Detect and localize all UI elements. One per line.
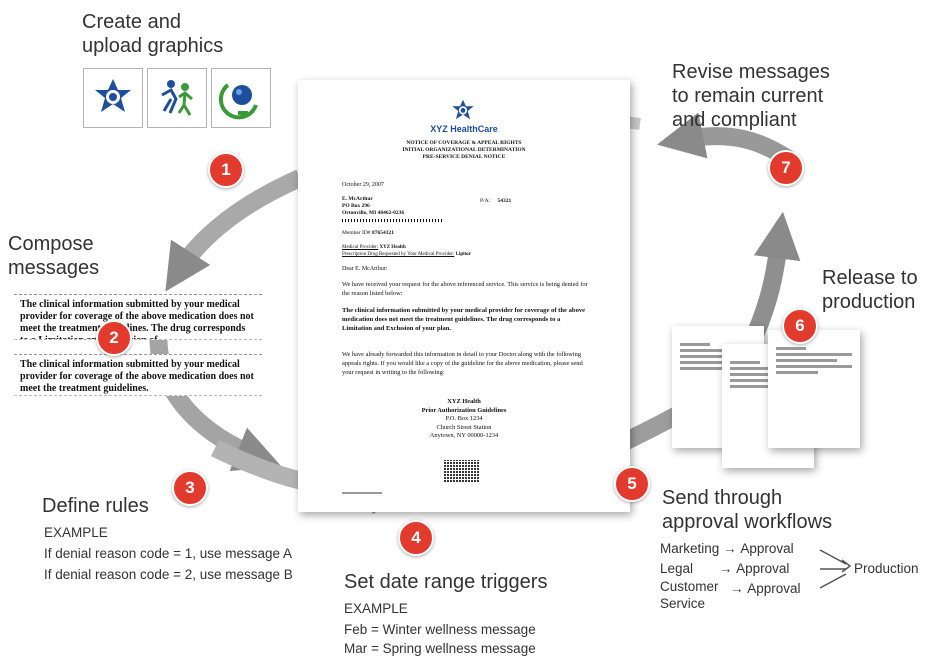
letter-pa-label: P/A: <box>480 198 491 204</box>
step3-badge: 3 <box>172 470 208 506</box>
letter-para3: We have already forwarded this informati… <box>342 351 583 376</box>
letter-barcode-line <box>342 219 442 222</box>
step3-example-label: EXAMPLE <box>44 525 108 540</box>
step4-trigger-1: Feb = Winter wellness message <box>344 622 536 637</box>
arrow-1 <box>165 169 304 292</box>
step6-badge: 6 <box>782 308 818 344</box>
letter-heading-2: INITIAL ORGANIZATIONAL DETERMINATION <box>402 147 526 153</box>
letter-heading-1: NOTICE OF COVERAGE & APPEAL RIGHTS <box>406 140 522 146</box>
step3-title: Define rules <box>42 495 149 517</box>
letter-drug: Lipitor <box>455 252 471 257</box>
step4-title: Set date range triggers <box>344 571 548 593</box>
denial-letter[interactable]: XYZ HealthCare NOTICE OF COVERAGE & APPE… <box>298 80 630 512</box>
workflow-approval-3: Approval <box>747 581 801 596</box>
step5-title: Send through approval workflows <box>662 487 833 533</box>
letter-provider: XYZ Health <box>379 245 406 250</box>
letter-para1: We have received your request for the ab… <box>342 281 588 297</box>
graphic-tile-globe[interactable] <box>211 68 271 128</box>
letter-provider-label: Medical Provider: <box>342 245 379 250</box>
graphic-tile-people[interactable] <box>147 68 207 128</box>
step1-badge: 1 <box>208 152 244 188</box>
message-snippet-b[interactable]: The clinical information submitted by yo… <box>14 354 262 396</box>
letter-footer-line <box>342 492 382 494</box>
step3-rule-2: If denial reason code = 2, use message B <box>44 567 293 582</box>
letter-brand: XYZ HealthCare <box>430 124 498 134</box>
letter-para2: The clinical information submitted by yo… <box>342 307 586 332</box>
letter-return-2: Prior Authorization Guidelines <box>421 406 507 414</box>
letter-addr-1: E. McArthur <box>342 196 373 202</box>
step4-badge: 4 <box>398 520 434 556</box>
step5-badge: 5 <box>614 466 650 502</box>
step2-title: Compose messages <box>8 233 100 279</box>
people-logo-icon <box>161 80 193 116</box>
step7-badge: 7 <box>768 150 804 186</box>
globe-logo-icon <box>218 83 258 120</box>
arrow-right-icon: → <box>723 541 737 556</box>
letter-heading-3: PRE-SERVICE DENIAL NOTICE <box>422 154 506 160</box>
step1-title: Create and upload graphics <box>82 11 224 57</box>
letter-salutation: Dear E. McArthur: <box>342 266 388 272</box>
letter-return-5: Anytown, NY 00000-1234 <box>429 432 499 439</box>
arrow-right-icon: → <box>718 561 733 576</box>
letter-return-3: P.O. Box 1234 <box>445 415 483 422</box>
letter-member-id: 87654321 <box>371 230 394 236</box>
letter-date: October 29, 2007 <box>342 182 384 188</box>
brand-logo-icon <box>452 99 474 120</box>
step4-example-label: EXAMPLE <box>344 601 408 616</box>
workflow-from-marketing: Marketing <box>660 541 720 556</box>
workflow-approval-1: Approval <box>740 541 794 556</box>
letter-addr-2: PO Box 296 <box>342 203 370 209</box>
workflow-from-legal: Legal <box>660 561 694 576</box>
step4-trigger-2: Mar = Spring wellness message <box>344 641 536 656</box>
step2-badge: 2 <box>96 320 132 356</box>
workflow-merge-arrows <box>819 549 852 589</box>
letter-addr-3: Ortonville, MI 48462-0236 <box>342 210 405 216</box>
approval-workflow: Marketing → Approval Legal → Approval Cu… <box>660 538 930 616</box>
letter-drug-label: Prescription Drug Requested by Your Medi… <box>342 252 455 257</box>
workflow-approval-2: Approval <box>736 561 790 576</box>
workflow-from-customer-service: Customer Service <box>660 579 719 611</box>
qr-code-icon <box>444 460 480 482</box>
step6-title: Release to production <box>822 267 918 313</box>
step7-title: Revise messages to remain current and co… <box>672 61 830 131</box>
workflow-production: Production <box>854 561 919 576</box>
graphic-tile-star[interactable] <box>83 68 143 128</box>
letter-return-4: Church Street Station <box>436 423 492 431</box>
letter-pa-number: 54321 <box>497 198 512 204</box>
step3-rule-1: If denial reason code = 1, use message A <box>44 546 293 561</box>
message-snippet-a[interactable]: The clinical information submitted by yo… <box>14 294 262 340</box>
letter-member-label: Member ID# <box>342 230 371 236</box>
arrow-right-icon: → <box>730 581 744 596</box>
letter-return-1: XYZ Health <box>447 398 481 405</box>
arrow-2 <box>149 318 282 472</box>
star-logo-icon <box>95 79 131 112</box>
production-doc-3[interactable] <box>768 330 860 448</box>
arrow-5 <box>746 211 801 339</box>
